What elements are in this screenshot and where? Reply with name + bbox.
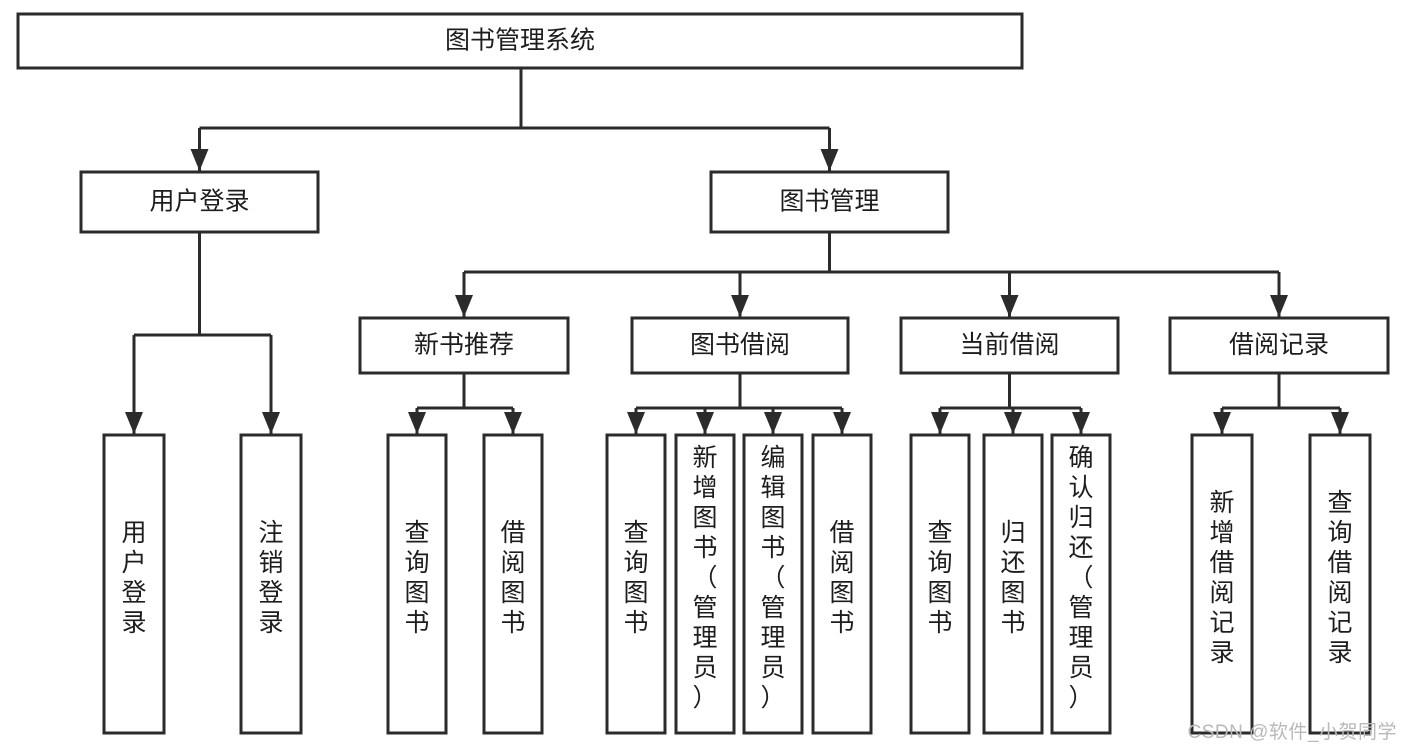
node-leaf-query-book-1-box <box>386 433 448 735</box>
node-leaf-edit-book[interactable]: 编辑图书（管理员） <box>742 433 804 735</box>
node-leaf-add-borrow-record-label: 新增借阅记录 <box>1209 489 1234 667</box>
node-leaf-query-borrow-record[interactable]: 查询借阅记录 <box>1308 433 1372 735</box>
node-book-manage[interactable]: 图书管理 <box>709 170 950 234</box>
node-user-login[interactable]: 用户登录 <box>79 170 320 234</box>
csdn-watermark: CSDN @软件_小贺同学 <box>1187 722 1397 743</box>
node-leaf-query-book-1-label: 查询图书 <box>404 519 429 637</box>
node-leaf-borrow-book-1-box <box>482 433 544 735</box>
node-leaf-confirm-return-label: 确认归还（管理员） <box>1068 444 1093 712</box>
node-new-book-recommend-label: 新书推荐 <box>414 331 514 359</box>
node-user-login-label: 用户登录 <box>149 188 249 216</box>
node-borrow-record[interactable]: 借阅记录 <box>1168 316 1390 375</box>
connector-layer <box>125 68 1349 434</box>
node-leaf-query-book-3-label: 查询图书 <box>927 519 952 637</box>
node-leaf-user-login-box <box>102 433 166 735</box>
node-root-root-label: 图书管理系统 <box>445 27 595 55</box>
node-leaf-edit-book-box <box>742 433 804 735</box>
node-leaf-add-book-box <box>674 433 736 735</box>
node-leaf-borrow-book-2[interactable]: 借阅图书 <box>811 433 873 735</box>
node-leaf-user-login[interactable]: 用户登录 <box>102 433 166 735</box>
node-current-borrow[interactable]: 当前借阅 <box>899 316 1120 375</box>
node-leaf-edit-book-label: 编辑图书（管理员） <box>760 444 785 712</box>
node-leaf-add-book-label: 新增图书（管理员） <box>692 444 717 712</box>
node-leaf-query-borrow-record-label: 查询借阅记录 <box>1327 489 1352 667</box>
node-current-borrow-label: 当前借阅 <box>959 331 1059 359</box>
node-leaf-add-borrow-record[interactable]: 新增借阅记录 <box>1190 433 1254 735</box>
node-book-borrow[interactable]: 图书借阅 <box>630 316 850 375</box>
node-leaf-add-book[interactable]: 新增图书（管理员） <box>674 433 736 735</box>
node-root-root[interactable]: 图书管理系统 <box>16 12 1024 70</box>
node-borrow-record-box <box>1168 316 1390 375</box>
node-book-manage-label: 图书管理 <box>779 188 879 216</box>
node-book-borrow-label: 图书借阅 <box>690 331 790 359</box>
node-layer: 图书管理系统用户登录图书管理新书推荐图书借阅当前借阅借阅记录用户登录注销登录查询… <box>16 12 1390 735</box>
node-leaf-query-book-2-label: 查询图书 <box>623 519 648 637</box>
node-leaf-query-book-3[interactable]: 查询图书 <box>909 433 971 735</box>
node-new-book-recommend[interactable]: 新书推荐 <box>358 316 570 375</box>
node-leaf-logout-login-box <box>239 433 303 735</box>
node-leaf-borrow-book-1-label: 借阅图书 <box>500 519 525 637</box>
node-leaf-query-borrow-record-box <box>1308 433 1372 735</box>
node-leaf-query-book-2[interactable]: 查询图书 <box>605 433 667 735</box>
node-leaf-query-book-3-box <box>909 433 971 735</box>
node-leaf-borrow-book-2-label: 借阅图书 <box>829 519 854 637</box>
node-leaf-borrow-book-2-box <box>811 433 873 735</box>
node-user-login-box <box>79 170 320 234</box>
node-book-borrow-box <box>630 316 850 375</box>
node-leaf-query-book-2-box <box>605 433 667 735</box>
node-borrow-record-label: 借阅记录 <box>1229 331 1329 359</box>
node-leaf-query-book-1[interactable]: 查询图书 <box>386 433 448 735</box>
node-new-book-recommend-box <box>358 316 570 375</box>
node-leaf-return-book-box <box>982 433 1044 735</box>
node-leaf-return-book-label: 归还图书 <box>1000 519 1025 637</box>
node-leaf-logout-login[interactable]: 注销登录 <box>239 433 303 735</box>
node-leaf-user-login-label: 用户登录 <box>121 519 146 637</box>
node-current-borrow-box <box>899 316 1120 375</box>
node-book-manage-box <box>709 170 950 234</box>
node-leaf-return-book[interactable]: 归还图书 <box>982 433 1044 735</box>
node-leaf-confirm-return[interactable]: 确认归还（管理员） <box>1050 433 1112 735</box>
node-leaf-borrow-book-1[interactable]: 借阅图书 <box>482 433 544 735</box>
node-leaf-confirm-return-box <box>1050 433 1112 735</box>
node-root-root-box <box>16 12 1024 70</box>
node-leaf-logout-login-label: 注销登录 <box>258 519 283 637</box>
node-leaf-add-borrow-record-box <box>1190 433 1254 735</box>
